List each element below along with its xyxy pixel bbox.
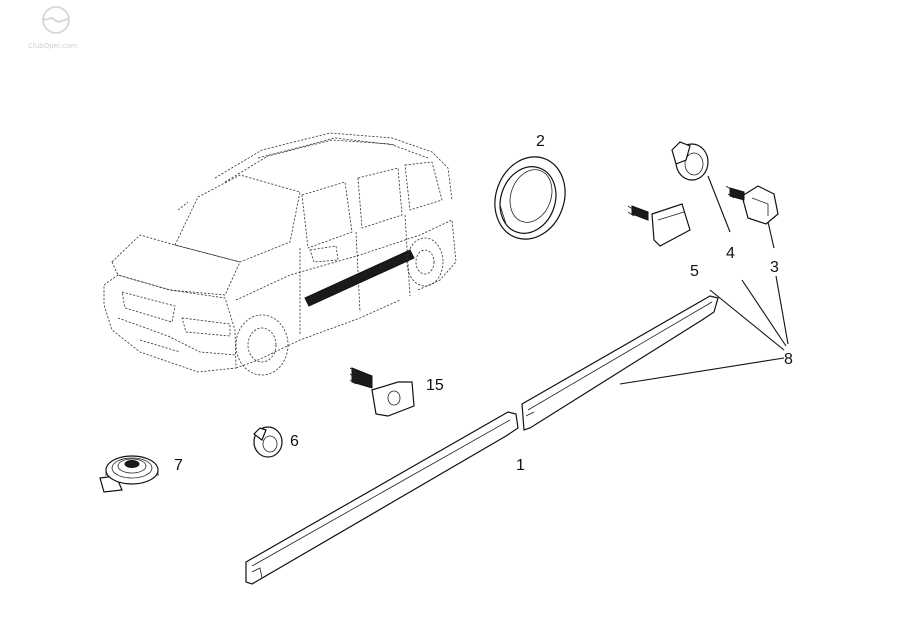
callout-5: 5	[690, 263, 699, 280]
callout-4: 4	[726, 245, 735, 262]
part-1-moulding-rear	[521, 295, 719, 431]
callout-8-leaders	[619, 275, 789, 385]
callout-7: 7	[174, 457, 183, 474]
callout-6: 6	[290, 433, 299, 450]
callout-8: 8	[784, 351, 793, 368]
part-6-clip	[253, 426, 283, 458]
part-5-endcap	[627, 203, 691, 247]
callout-3: 3	[770, 259, 779, 276]
part-4-clip	[671, 141, 731, 233]
part-2-grommet	[494, 156, 566, 240]
callout-1: 1	[516, 457, 525, 474]
callout-15: 15	[426, 377, 444, 394]
watermark-logo-icon	[42, 6, 70, 34]
part-1-moulding-front	[245, 411, 519, 585]
part-3-clip	[725, 185, 779, 249]
part-7-tape-roll	[99, 455, 159, 493]
vehicle-illustration	[103, 132, 457, 376]
watermark-text: ClubOpel.com	[28, 42, 77, 50]
callout-2: 2	[536, 133, 545, 150]
part-15-clip	[349, 367, 415, 417]
